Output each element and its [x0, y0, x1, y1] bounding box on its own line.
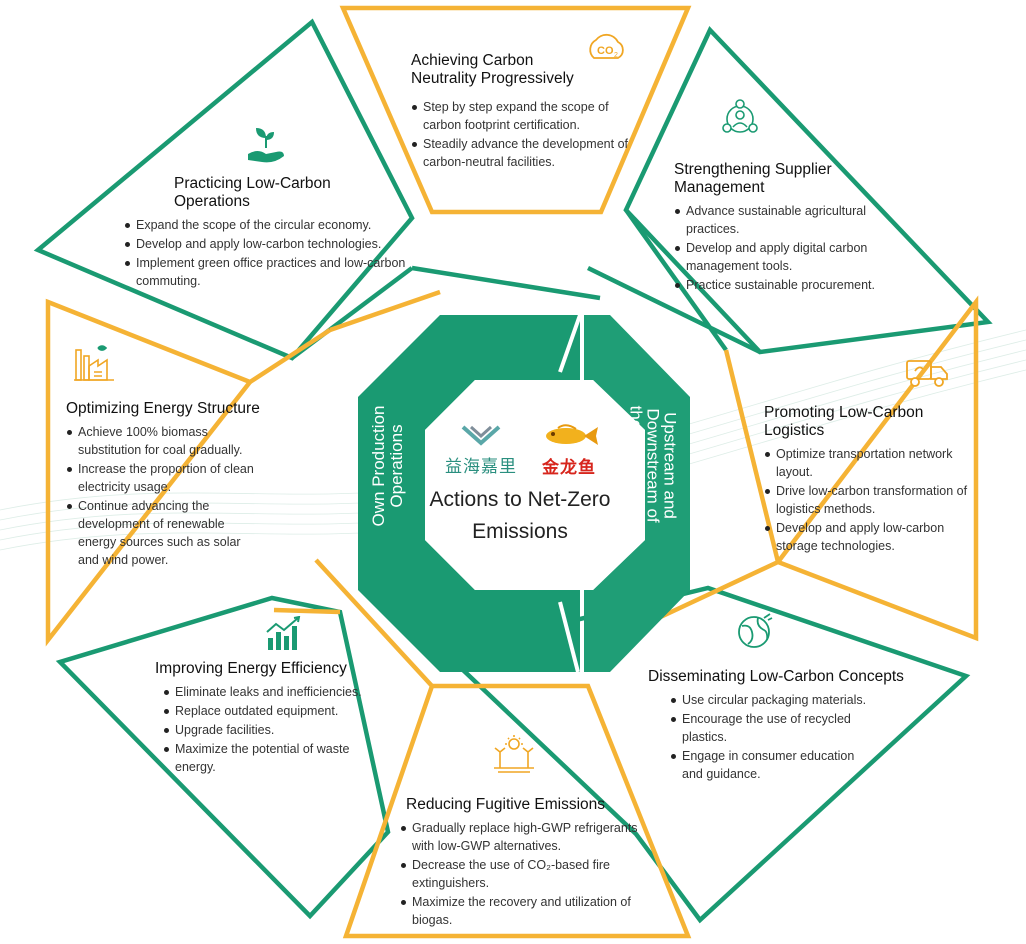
- panel-title-line: Neutrality Progressively: [411, 70, 574, 87]
- list-item: Eliminate leaks and inefficiencies.: [163, 683, 363, 701]
- panel-title: Optimizing Energy Structure: [66, 400, 260, 417]
- supplier-network-icon: [719, 98, 761, 140]
- own-operations-band-label: Own Production Operations: [369, 386, 406, 546]
- list-item: Decrease the use of CO₂-based fire extin…: [400, 856, 640, 892]
- connector-line: [273, 607, 341, 615]
- panel-title: Practicing Low-Carbon Operations: [124, 175, 406, 211]
- list-item: Expand the scope of the circular economy…: [124, 216, 406, 234]
- svg-text:2: 2: [614, 52, 618, 59]
- panel-title-line: Strengthening Supplier: [674, 161, 832, 178]
- center-octagon-right: [584, 315, 690, 672]
- panel-border-operations: [33, 18, 415, 361]
- connector-line: [411, 265, 601, 301]
- value-chain-band-label: Upstream and Downstream of the Value Cha…: [627, 386, 680, 546]
- list-item: Drive low-carbon transformation of logis…: [764, 482, 974, 518]
- panel-border-fugitive: [342, 683, 692, 939]
- co2-icon: CO 2: [586, 30, 626, 66]
- panel-carbon-neutrality: Achieving Carbon Neutrality Progressivel…: [411, 52, 633, 172]
- panel-border-carbon-neutrality: [339, 5, 692, 215]
- panel-supplier: Strengthening Supplier Management Advanc…: [674, 161, 894, 295]
- panel-title-line: Logistics: [764, 422, 825, 439]
- panel-title: Improving Energy Efficiency: [155, 660, 347, 677]
- eco-globe-icon: [734, 612, 774, 652]
- list-item: Encourage the use of recycled plastics.: [670, 710, 870, 746]
- list-item: Maximize the potential of waste energy.: [163, 740, 363, 776]
- bullet-list: Eliminate leaks and inefficiencies. Repl…: [163, 683, 363, 776]
- panel-title-line: Management: [674, 179, 765, 196]
- list-item: Use circular packaging materials.: [670, 691, 870, 709]
- list-item: Gradually replace high-GWP refrigerants …: [400, 819, 640, 855]
- panel-operations: Practicing Low-Carbon Operations Expand …: [124, 175, 406, 291]
- panel-title-line: Practicing Low-Carbon: [174, 175, 331, 192]
- wilmar-logo-mark: [461, 425, 501, 446]
- list-item: Develop and apply digital carbon managem…: [674, 239, 894, 275]
- bullet-list: Achieve 100% biomass substitution for co…: [66, 423, 256, 569]
- wilmar-logo: 益海嘉里: [433, 425, 529, 477]
- octagon-divider: [558, 314, 582, 373]
- delivery-truck-icon: [905, 355, 949, 389]
- panel-title: Reducing Fugitive Emissions: [406, 796, 606, 813]
- panel-title: Promoting Low-Carbon Logistics: [764, 404, 974, 440]
- list-item: Step by step expand the scope of carbon …: [411, 98, 633, 134]
- panel-title: Disseminating Low-Carbon Concepts: [648, 668, 904, 685]
- list-item: Continue advancing the development of re…: [66, 497, 256, 569]
- list-item: Develop and apply low-carbon storage tec…: [764, 519, 974, 555]
- band-label-line: Downstream of: [643, 408, 663, 523]
- panel-border-energy-structure: [45, 298, 254, 647]
- band-label-line: Upstream and: [660, 412, 680, 519]
- factory-energy-icon: [72, 342, 116, 384]
- panel-title-line: Promoting Low-Carbon: [764, 404, 924, 421]
- wilmar-logo-text: 益海嘉里: [445, 457, 517, 477]
- list-item: Maximize the recovery and utilization of…: [400, 893, 640, 929]
- bullet-list: Optimize transportation network layout. …: [764, 445, 974, 555]
- bullet-list: Step by step expand the scope of carbon …: [411, 98, 633, 171]
- list-item: Advance sustainable agricultural practic…: [674, 202, 894, 238]
- list-item: Upgrade facilities.: [163, 721, 363, 739]
- center-title-line: Actions to Net-Zero: [429, 488, 611, 511]
- panel-energy-structure: Optimizing Energy Structure Achieve 100%…: [66, 400, 266, 570]
- bullet-list: Gradually replace high-GWP refrigerants …: [400, 819, 640, 929]
- list-item: Optimize transportation network layout.: [764, 445, 974, 481]
- panel-concepts: Disseminating Low-Carbon Concepts Use ci…: [648, 668, 948, 784]
- bullet-list: Use circular packaging materials. Encour…: [670, 691, 870, 783]
- bullet-list: Advance sustainable agricultural practic…: [674, 202, 894, 294]
- list-item: Engage in consumer education and guidanc…: [670, 747, 870, 783]
- list-item: Practice sustainable procurement.: [674, 276, 894, 294]
- connector-line: [248, 328, 332, 384]
- jinlongyu-logo-text: 金龙鱼: [542, 458, 596, 477]
- panel-efficiency: Improving Energy Efficiency Eliminate le…: [155, 660, 375, 777]
- connector-line: [624, 208, 728, 352]
- center-title-line: Emissions: [472, 520, 568, 543]
- list-item: Implement green office practices and low…: [124, 254, 406, 290]
- growth-chart-icon: [264, 615, 304, 652]
- list-item: Steadily advance the development of carb…: [411, 135, 633, 171]
- band-label-line: Own Production: [369, 405, 388, 527]
- list-item: Achieve 100% biomass substitution for co…: [66, 423, 256, 459]
- list-item: Replace outdated equipment.: [163, 702, 363, 720]
- panel-border-logistics: [774, 295, 979, 642]
- bullet-list: Expand the scope of the circular economy…: [124, 216, 406, 290]
- panel-title-line: Operations: [174, 193, 250, 210]
- panel-fugitive: Reducing Fugitive Emissions Gradually re…: [400, 796, 640, 930]
- panel-title: Achieving Carbon Neutrality Progressivel…: [411, 52, 633, 88]
- connector-line: [314, 558, 434, 688]
- panel-logistics: Promoting Low-Carbon Logistics Optimize …: [764, 404, 974, 556]
- golden-fish-icon: [546, 424, 598, 445]
- band-label-line: Operations: [387, 424, 406, 508]
- center-octagon-left: [358, 315, 580, 672]
- wind-solar-icon: [492, 734, 536, 776]
- panel-title: Strengthening Supplier Management: [674, 161, 894, 197]
- svg-text:CO: CO: [597, 45, 614, 57]
- plant-in-hand-icon: [244, 126, 288, 166]
- jinlongyu-logo: 金龙鱼: [536, 424, 602, 477]
- center-title: Actions to Net-Zero Emissions: [405, 484, 635, 548]
- panel-title-line: Achieving Carbon: [411, 52, 534, 69]
- octagon-divider: [558, 601, 580, 673]
- list-item: Develop and apply low-carbon technologie…: [124, 235, 406, 253]
- list-item: Increase the proportion of clean electri…: [66, 460, 256, 496]
- connector-line: [587, 265, 761, 355]
- connector-line: [329, 289, 441, 333]
